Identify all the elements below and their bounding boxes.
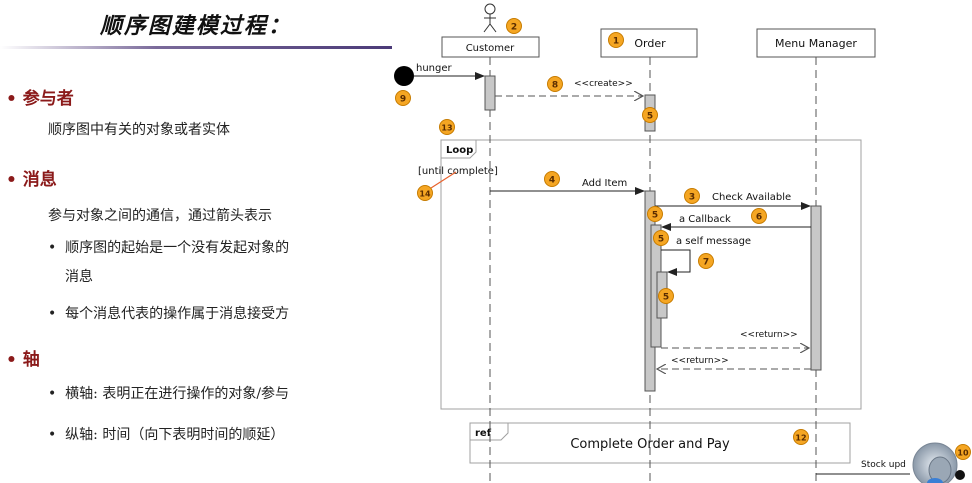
bullet-point-text: 顺序图的起始是一个没有发起对象的 — [65, 240, 290, 256]
loop-guard: [until complete] — [418, 166, 498, 177]
loop-fragment — [440, 139, 862, 410]
ref-text: Complete Order and Pay — [570, 437, 730, 452]
svg-text:7: 7 — [703, 258, 709, 268]
section-heading: 参与者 — [22, 89, 74, 109]
svg-text:9: 9 — [400, 95, 406, 105]
badge-9: 9 — [395, 90, 411, 106]
section-axes: • 轴 — [6, 350, 40, 370]
svg-text:5: 5 — [647, 112, 653, 122]
badge-3: 3 — [684, 188, 700, 204]
svg-text:13: 13 — [441, 124, 452, 133]
bullet-point-continuation: 消息 — [65, 269, 93, 285]
badge-5: 5 — [658, 288, 674, 304]
svg-text:3: 3 — [689, 193, 695, 203]
svg-text:5: 5 — [652, 211, 658, 221]
badge-7: 7 — [698, 253, 714, 269]
message-return-1-label: <<return>> — [740, 330, 798, 340]
loop-label: Loop — [446, 145, 473, 156]
bullet-point: • 横轴: 表明正在进行操作的对象/参与 — [48, 386, 290, 402]
svg-text:14: 14 — [419, 190, 431, 199]
section-heading: 轴 — [22, 350, 40, 370]
title-divider — [0, 46, 392, 49]
ref-fragment-tab — [469, 422, 509, 441]
svg-text:12: 12 — [795, 434, 806, 443]
participant-menu-manager-box — [756, 28, 876, 58]
svg-text:10: 10 — [957, 449, 969, 458]
section-heading: 消息 — [22, 170, 57, 190]
section-participants: • 参与者 — [6, 89, 74, 109]
ref-fragment — [469, 422, 851, 464]
bullet-point-text: 横轴: 表明正在进行操作的对象/参与 — [65, 386, 290, 402]
bullet-point-text: 纵轴: 时间（向下表明时间的顺延） — [65, 427, 285, 443]
activation-customer — [484, 75, 496, 111]
badge-2: 2 — [506, 18, 522, 34]
message-callback-label: a Callback — [679, 214, 731, 225]
section-messages: • 消息 — [6, 170, 57, 190]
svg-text:5: 5 — [658, 235, 664, 245]
participant-customer-label: Customer — [466, 43, 515, 54]
message-self-label: a self message — [676, 236, 751, 247]
svg-text:6: 6 — [756, 213, 762, 223]
actor-customer — [483, 3, 497, 33]
svg-text:1: 1 — [613, 37, 619, 47]
text-panel: 顺序图建模过程： • 参与者 顺序图中有关的对象或者实体 • 消息 参与对象之间… — [0, 0, 392, 483]
badge-4: 4 — [544, 171, 560, 187]
svg-text:2: 2 — [511, 23, 517, 33]
guard-connector — [430, 171, 457, 189]
message-add-item-label: Add Item — [582, 178, 627, 189]
badge-5: 5 — [642, 107, 658, 123]
message-self — [661, 249, 691, 276]
badge-8: 8 — [547, 76, 563, 92]
badge-1: 1 — [608, 32, 624, 48]
speaker-icon[interactable] — [912, 442, 965, 483]
badge-10: 10 — [955, 444, 971, 460]
participant-menu-manager-label: Menu Manager — [775, 37, 857, 50]
ref-label: ref — [475, 428, 492, 439]
bullet-point: • 每个消息代表的操作属于消息接受方 — [48, 306, 290, 322]
participant-order-label: Order — [634, 37, 666, 50]
badge-5: 5 — [647, 206, 663, 222]
message-stock-update-label: Stock upd — [861, 460, 906, 470]
initial-node — [394, 66, 414, 86]
activation-menu-manager — [810, 205, 822, 371]
section-desc: 参与对象之间的通信，通过箭头表示 — [48, 208, 272, 224]
svg-text:8: 8 — [552, 81, 558, 91]
badge-5: 5 — [653, 230, 669, 246]
bullet-point: • 顺序图的起始是一个没有发起对象的 — [48, 240, 290, 256]
message-create-label: <<create>> — [574, 79, 633, 89]
badge-14: 14 — [417, 185, 433, 201]
message-return-2-label: <<return>> — [671, 356, 729, 366]
message-check-available-label: Check Available — [712, 192, 791, 203]
bullet-point-text: 每个消息代表的操作属于消息接受方 — [65, 306, 290, 322]
message-hunger-label: hunger — [416, 63, 453, 74]
loop-fragment-tab — [440, 139, 477, 159]
svg-text:5: 5 — [663, 293, 669, 303]
badge-12: 12 — [793, 429, 809, 445]
section-desc: 顺序图中有关的对象或者实体 — [48, 122, 230, 138]
svg-text:4: 4 — [549, 176, 555, 186]
bullet-point: • 纵轴: 时间（向下表明时间的顺延） — [48, 427, 285, 443]
badge-6: 6 — [751, 208, 767, 224]
page-title: 顺序图建模过程： — [99, 13, 292, 39]
badge-13: 13 — [439, 119, 455, 135]
